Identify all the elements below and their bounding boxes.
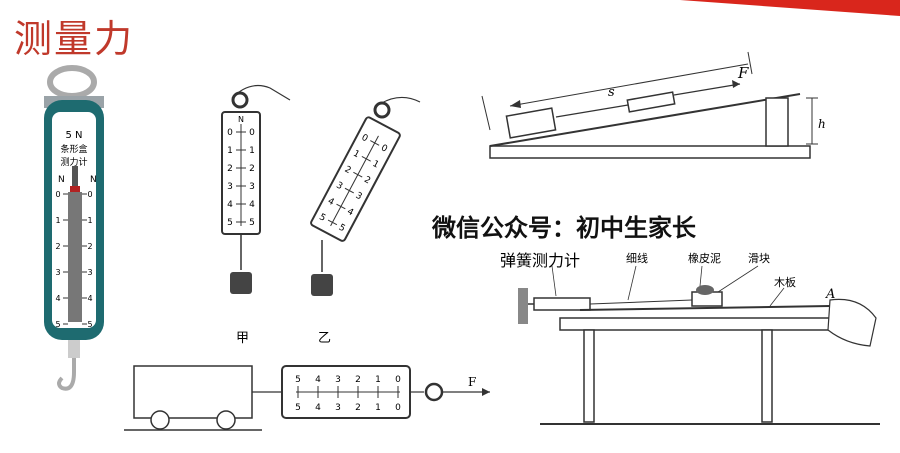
scale-a-tick-left: 0	[227, 128, 233, 138]
scale-b-tick-right: 1	[371, 159, 381, 171]
scale-b-tick-left: 5	[317, 212, 327, 224]
scale-name-1: 条形盒	[60, 143, 87, 155]
box-scale-tick-left: 3	[55, 268, 60, 277]
box-scale-tick-right: 5	[87, 320, 92, 329]
scale-a-top: N	[238, 115, 244, 124]
cart-label-f: F	[468, 375, 476, 389]
scale-b-tick-left: 2	[343, 165, 353, 177]
box-scale-tick-left: 2	[55, 242, 60, 251]
box-scale-tick-left: 0	[55, 190, 60, 199]
cart-tick-top: 2	[355, 375, 361, 385]
cart-tick-bottom: 0	[395, 403, 401, 413]
label-string: 细线	[626, 251, 648, 265]
scale-a-tick-left: 2	[227, 164, 233, 174]
table-setup	[518, 265, 880, 425]
cart-tick-bottom: 4	[315, 403, 321, 413]
scale-name-2: 测力计	[60, 156, 87, 168]
scale-a-tick-left: 3	[227, 182, 233, 192]
label-putty: 橡皮泥	[688, 252, 721, 265]
box-spring-scale: 5 N 条形盒 测力计 N N 0 0 1 1 2 2 3 3 4 4 5 5	[44, 65, 104, 391]
cart-tick-bottom: 5	[295, 403, 301, 413]
cart-tick-top: 3	[335, 375, 341, 385]
label-a: A	[825, 287, 835, 302]
scale-a-tick-right: 1	[249, 146, 255, 156]
scale-b-tick-right: 2	[362, 175, 372, 187]
cart-tick-top: 1	[375, 375, 381, 385]
incline-label-f: F	[737, 64, 749, 82]
scale-a-tick-left: 4	[227, 200, 233, 210]
scale-b-tick-left: 4	[326, 196, 336, 208]
label-board: 木板	[774, 275, 796, 289]
box-scale-tick-right: 1	[87, 216, 92, 225]
scale-a-tick-right: 0	[249, 128, 255, 138]
cart-diagram: 5 4 3 2 1 0 5 4 3 2 1 0	[124, 365, 490, 431]
slide-title: 测量力	[14, 17, 135, 61]
incline-label-h: h	[818, 117, 826, 131]
label-block: 滑块	[748, 252, 770, 265]
scale-a-tick-right: 4	[249, 200, 255, 210]
cart-tick-top: 4	[315, 375, 321, 385]
scale-b-tick-right: 0	[379, 143, 389, 155]
cart-tick-top: 5	[295, 375, 301, 385]
scale-a-tick-left: 1	[227, 146, 233, 156]
cart-tick-bottom: 3	[335, 403, 341, 413]
label-jia: 甲	[236, 331, 249, 346]
box-scale-tick-right: 4	[87, 294, 92, 303]
corner-accent	[640, 0, 900, 20]
scale-b-tick-left: 1	[351, 149, 361, 161]
tick-mark	[370, 140, 380, 146]
tick-mark	[327, 219, 338, 226]
tick-mark	[336, 203, 346, 210]
incline-diagram	[481, 51, 818, 159]
scale-a-tick-right: 5	[249, 218, 255, 228]
scale-a-tick-left: 5	[227, 218, 233, 228]
scale-range: 5 N	[65, 130, 82, 141]
scale-b-tick-right: 5	[337, 223, 347, 235]
watermark-text: 微信公众号：初中生家长	[432, 214, 696, 242]
scale-a-tick-right: 3	[249, 182, 255, 192]
label-yi: 乙	[318, 331, 331, 346]
box-scale-tick-left: 1	[55, 216, 60, 225]
label-dynamometer: 弹簧测力计	[500, 251, 580, 270]
scale-unit-right: N	[90, 175, 97, 185]
hanging-scale-b: 00 11 22 33 44 55	[310, 96, 421, 296]
tick-mark	[361, 156, 371, 162]
cart-tick-top: 0	[395, 375, 401, 385]
incline-label-s: s	[608, 85, 615, 100]
box-scale-tick-right: 3	[87, 268, 92, 277]
tick-mark	[344, 187, 355, 194]
box-scale-tick-right: 2	[87, 242, 92, 251]
scale-unit-left: N	[58, 175, 65, 185]
scale-b-tick-left: 0	[360, 133, 370, 145]
hanging-scale-a: 0 0 1 1 2 2 3 3 4 4 5 5 N	[221, 85, 291, 294]
cart-tick-bottom: 1	[375, 403, 381, 413]
tick-mark	[353, 171, 363, 178]
scale-a-tick-right: 2	[249, 164, 255, 174]
scale-b-tick-right: 4	[345, 207, 355, 219]
box-scale-tick-right: 0	[87, 190, 92, 199]
cart-tick-bottom: 2	[355, 403, 361, 413]
box-scale-tick-left: 4	[55, 294, 60, 303]
box-scale-tick-left: 5	[55, 320, 60, 329]
scale-b-tick-left: 3	[334, 181, 344, 193]
scale-b-tick-right: 3	[354, 191, 364, 203]
